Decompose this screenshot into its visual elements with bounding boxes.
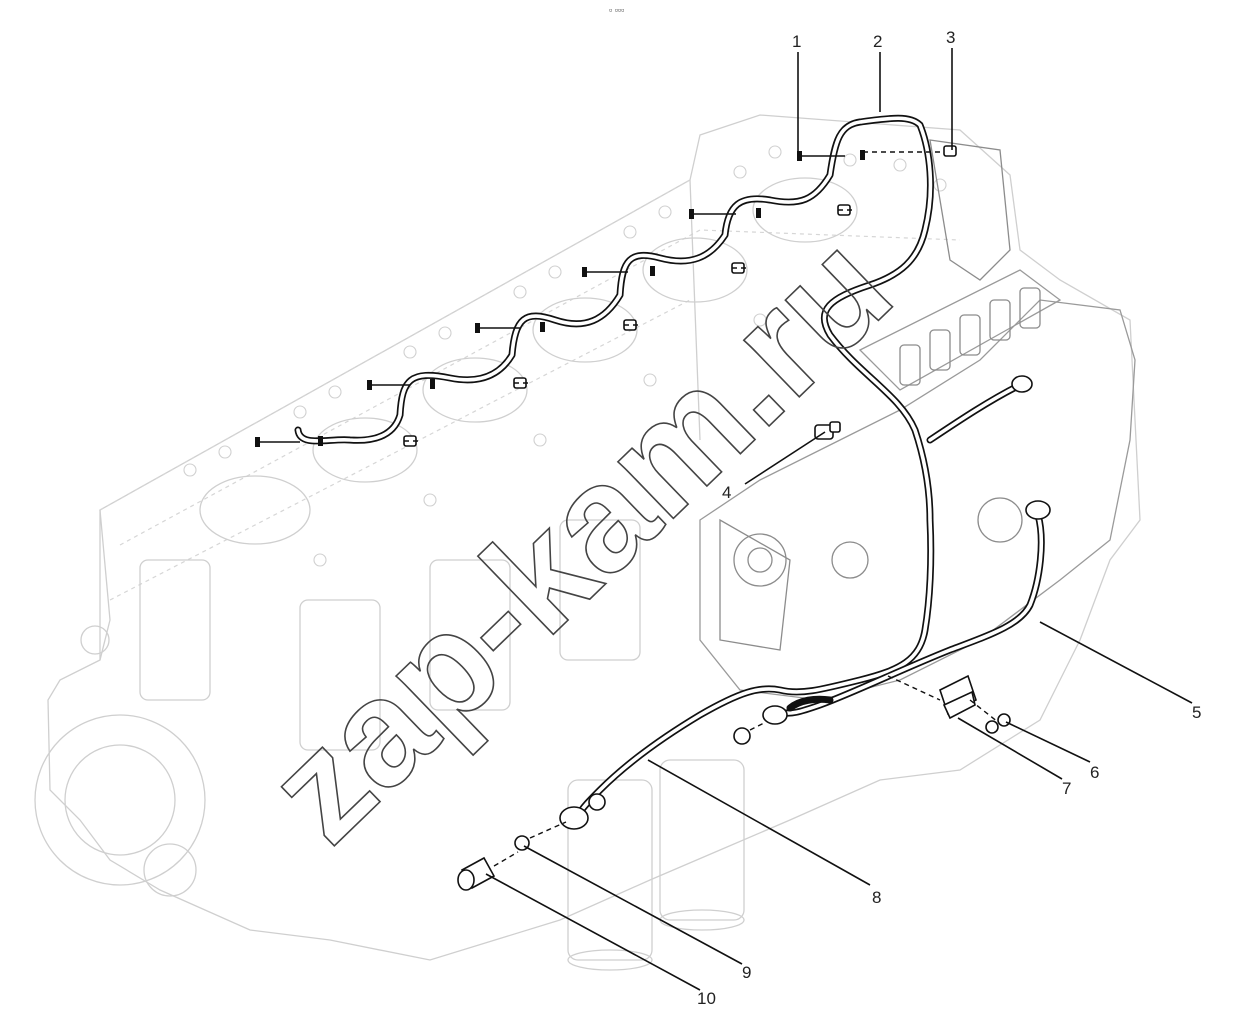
callout-4: 4 <box>722 483 731 502</box>
injection-pump <box>699 139 1136 701</box>
bracket-assembly <box>887 674 1011 734</box>
return-pipe <box>762 500 1051 725</box>
callout-9: 9 <box>742 963 751 982</box>
banjo-fitting-upper <box>1011 375 1033 393</box>
callout-3: 3 <box>946 28 955 47</box>
callout-labels: 1 2 3 4 5 6 7 8 9 10 <box>697 28 1201 1008</box>
callout-leaders <box>485 48 1193 991</box>
injector-fittings <box>255 145 957 447</box>
banjo-fitting-lower <box>762 705 788 725</box>
callout-1: 1 <box>792 32 801 51</box>
lower-fittings <box>457 721 767 891</box>
top-mark: ▫ ▫▫▫ <box>609 5 624 15</box>
callout-8: 8 <box>872 888 881 907</box>
callout-7: 7 <box>1062 779 1071 798</box>
leak-off-rail-pipe <box>294 114 1033 820</box>
callout-10: 10 <box>697 989 716 1008</box>
engine-block-outline <box>34 114 1141 971</box>
callout-5: 5 <box>1192 703 1201 722</box>
banjo-fitting-return <box>1025 500 1051 520</box>
callout-6: 6 <box>1090 763 1099 782</box>
watermark-text: zap-kam.ru <box>236 202 922 873</box>
callout-2: 2 <box>873 32 882 51</box>
